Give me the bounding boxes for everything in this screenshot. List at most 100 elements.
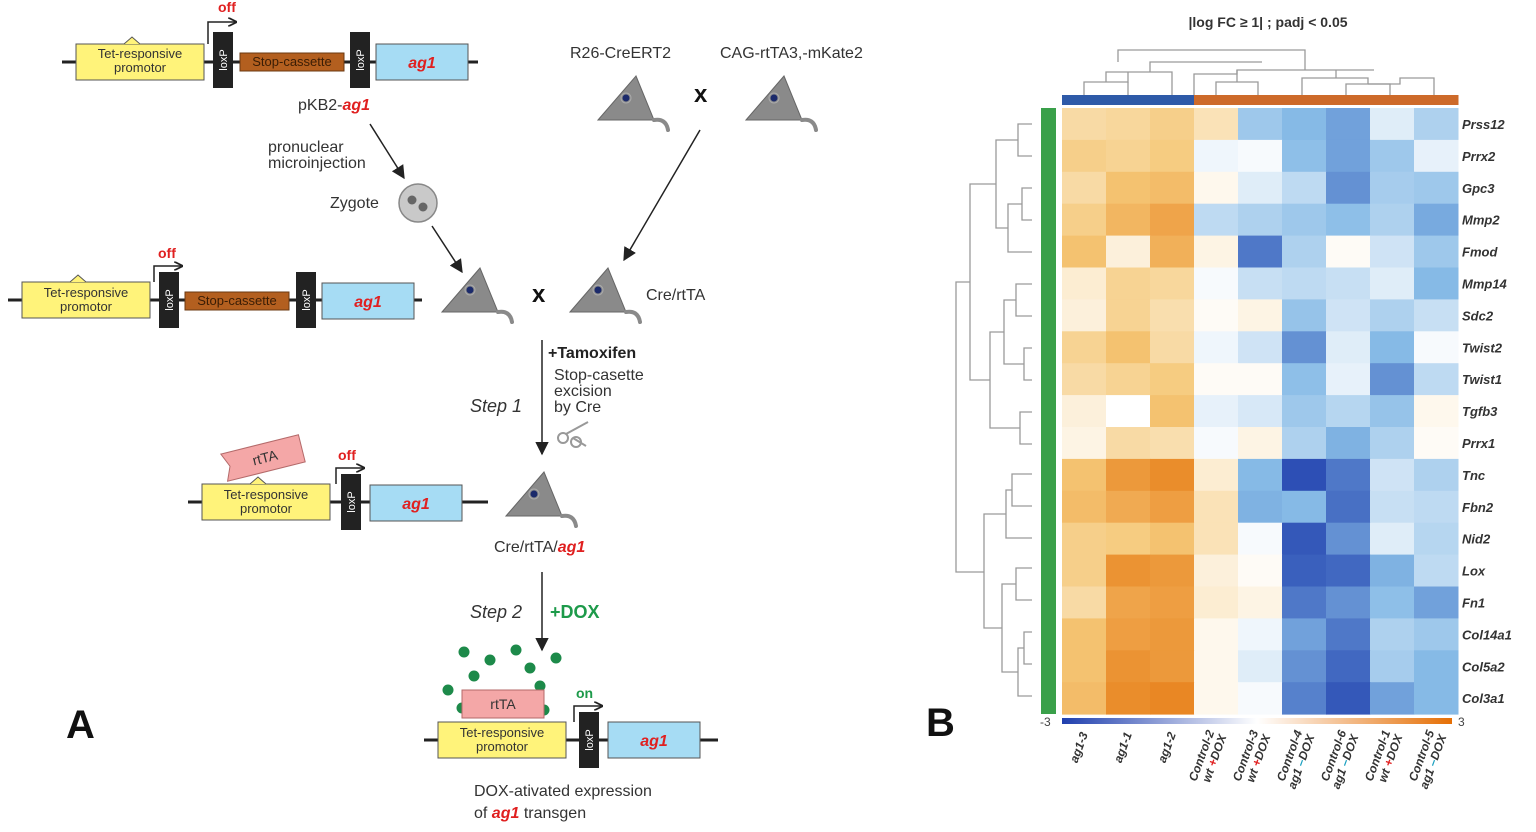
heatmap-cell [1150, 171, 1195, 205]
step1-label: Step 1 [470, 396, 522, 416]
heatmap-cell [1370, 554, 1415, 587]
row-label: Sdc2 [1462, 308, 1494, 323]
heatmap-cell [1150, 682, 1195, 715]
heatmap-cell [1106, 363, 1151, 396]
injection-label-1: pronuclear [268, 139, 344, 156]
loxp-label: loxP [164, 289, 176, 310]
heatmap-cell [1150, 331, 1195, 364]
svg-text:ag1-2: ag1-2 [1155, 730, 1179, 765]
heatmap-cell [1106, 522, 1151, 556]
mouse-right-label: CAG-rtTA3,-mKate2 [720, 45, 863, 62]
svg-text:ag1-1: ag1-1 [1111, 730, 1135, 765]
column-group-cell [1414, 95, 1459, 105]
heatmap-cell [1238, 363, 1283, 396]
ag1-gene-box [607, 721, 701, 759]
row-label: Mmp14 [1462, 276, 1508, 291]
heatmap-cell [1150, 299, 1195, 332]
color-scale-bar [1062, 718, 1452, 724]
heatmap-cell [1370, 108, 1415, 141]
column-group-cell [1194, 95, 1239, 105]
heatmap-cell [1194, 490, 1239, 524]
heatmap-cell [1414, 171, 1459, 205]
loxp-box [350, 32, 370, 88]
heatmap-cell [1282, 235, 1327, 268]
row-label: Tgfb3 [1462, 404, 1498, 419]
heatmap-cell [1238, 427, 1283, 460]
loxp-box [341, 474, 361, 530]
column-group-cell [1238, 95, 1283, 105]
step2-label: Step 2 [470, 602, 522, 622]
heatmap-cell [1414, 267, 1459, 300]
construct-middle: Tet-responsive promotor loxP off Stop-ca… [8, 245, 422, 328]
heatmap-cell [1150, 554, 1195, 587]
heatmap-cell [1062, 458, 1107, 492]
heatmap-cell [1370, 490, 1415, 524]
column-group-cell [1282, 95, 1327, 105]
heatmap-cell [1282, 522, 1327, 556]
heatmap-cell [1238, 650, 1283, 683]
heatmap-cell [1414, 139, 1459, 173]
heatmap-cell [1282, 458, 1327, 492]
heatmap-cell [1062, 331, 1107, 364]
column-group-cell [1370, 95, 1415, 105]
heatmap-cell [1106, 427, 1151, 460]
heatmap-cell [1194, 618, 1239, 651]
heatmap-cell [1194, 586, 1239, 619]
color-scale-min: -3 [1040, 715, 1051, 729]
loxp-label: loxP [218, 49, 230, 70]
column-label: Control-1wt +DOX [1362, 728, 1406, 784]
rtta-label: rtTA [490, 696, 516, 712]
row-label: Prrx2 [1462, 149, 1496, 164]
heatmap-cell [1370, 427, 1415, 460]
heatmap-cell [1282, 490, 1327, 524]
tet-promoter-box [437, 721, 567, 759]
column-label: ag1-3 [1067, 730, 1091, 765]
stop-cassette-label: Stop-cassette [252, 54, 332, 69]
ag1-gene-label: ag1 [402, 496, 430, 513]
tet-promoter-label-1: Tet-responsive [460, 725, 545, 740]
heatmap-cell [1238, 522, 1283, 556]
tet-promoter-label-2: promotor [114, 60, 167, 75]
heatmap-cell [1194, 267, 1239, 300]
heatmap-cell [1150, 267, 1195, 300]
scissors-icon [557, 421, 589, 448]
heatmap-cell [1150, 490, 1195, 524]
row-label: Prss12 [1462, 117, 1505, 132]
heatmap-cell [1106, 682, 1151, 715]
heatmap-cell [1326, 203, 1371, 237]
heatmap-cell [1282, 554, 1327, 587]
heatmap-cell [1106, 331, 1151, 364]
color-scale-max: 3 [1458, 715, 1465, 729]
heatmap-cell [1282, 108, 1327, 141]
heatmap-cell [1062, 108, 1107, 141]
heatmap-cell [1106, 139, 1151, 173]
heatmap-cell [1150, 363, 1195, 396]
heatmap-cell [1150, 139, 1195, 173]
mouse-icon [568, 266, 642, 324]
column-group-cell [1106, 95, 1151, 105]
loxp-label: loxP [355, 49, 367, 70]
ag1-gene-box [369, 484, 463, 522]
svg-text:rtTA: rtTA [251, 447, 280, 469]
rtta-protein [461, 689, 545, 719]
heatmap-cell [1370, 522, 1415, 556]
heatmap-cell [1414, 235, 1459, 268]
heatmap-cell [1238, 458, 1283, 492]
zygote-icon [398, 183, 438, 223]
heatmap-cell [1062, 395, 1107, 428]
off-label: off [338, 447, 356, 463]
tet-promoter-label-1: Tet-responsive [224, 487, 309, 502]
rtta-protein: rtTA [219, 434, 306, 482]
heatmap-cell [1194, 554, 1239, 587]
ag1-gene-label: ag1 [408, 55, 436, 72]
mouse-left-label: R26-CreERT2 [570, 45, 671, 62]
heatmap-cell [1194, 171, 1239, 205]
tamoxifen-label: +Tamoxifen [548, 345, 636, 362]
column-group-cell [1326, 95, 1371, 105]
cross-symbol: x [694, 81, 708, 108]
heatmap-cell [1370, 331, 1415, 364]
tet-promoter-label-2: promotor [60, 299, 113, 314]
heatmap-cell [1414, 458, 1459, 492]
injection-label-2: microinjection [268, 155, 366, 172]
heatmap-cell [1106, 395, 1151, 428]
